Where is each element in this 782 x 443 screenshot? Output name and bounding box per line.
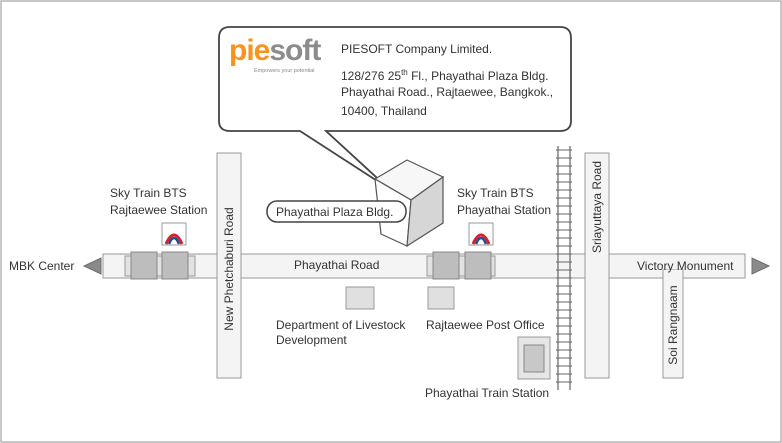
railway-track — [556, 146, 572, 390]
livestock-label-2: Development — [276, 333, 347, 347]
bts-logo-left-icon — [161, 222, 187, 246]
logo-tagline: Empowers your potential — [254, 68, 315, 74]
building-label-pill — [266, 200, 407, 223]
phayathai-road-label: Phayathai Road — [294, 258, 380, 272]
bts-right-label-2: Phayathai Station — [457, 203, 552, 217]
address-line-2: Phayathai Road., Rajtaewee, Bangkok., — [341, 85, 554, 99]
victory-monument-label: Victory Monument — [637, 259, 734, 273]
post-office-building — [427, 286, 455, 310]
company-name: PIESOFT Company Limited. — [341, 42, 493, 56]
address-line-3: 10400, Thailand — [341, 104, 427, 118]
piesoft-logo: piesoft — [229, 34, 321, 68]
bts-car-left-2 — [161, 251, 189, 280]
phayathai-road — [102, 253, 746, 279]
phayathai-plaza-label: Phayathai Plaza Bldg. — [276, 205, 394, 219]
bts-right-label-1: Sky Train BTS — [457, 186, 534, 200]
address-number: 128/276 25 — [341, 69, 402, 83]
bts-car-right-2 — [464, 251, 492, 280]
soi-rangnaam-label: Soi Rangnaam — [666, 285, 680, 365]
mbk-center-label: MBK Center — [9, 259, 75, 273]
address-floor: Fl., Phayathai Plaza Bldg. — [407, 69, 549, 83]
address-sup: th — [401, 68, 408, 77]
livestock-label-1: Department of Livestock — [276, 318, 406, 332]
bts-car-right-1 — [432, 251, 460, 280]
sriayuttaya-road-label: Sriayuttaya Road — [590, 160, 604, 254]
livestock-building — [345, 286, 375, 310]
arrow-right-icon — [751, 257, 771, 275]
new-phetchaburi-road-label: New Phetchaburi Road — [222, 207, 236, 331]
bts-left-label-1: Sky Train BTS — [110, 186, 187, 200]
logo-soft-text: soft — [269, 34, 321, 67]
address-line-1: 128/276 25th Fl., Phayathai Plaza Bldg. — [341, 65, 548, 84]
bts-logo-right-icon — [468, 222, 494, 246]
bts-car-left-1 — [130, 251, 158, 280]
logo-pie-text: pie — [229, 34, 270, 67]
bts-left-label-2: Rajtaewee Station — [110, 203, 208, 217]
address-callout — [218, 26, 572, 189]
post-office-label: Rajtaewee Post Office — [426, 318, 545, 332]
train-station-label: Phayathai Train Station — [425, 386, 550, 400]
arrow-left-icon — [82, 257, 102, 275]
